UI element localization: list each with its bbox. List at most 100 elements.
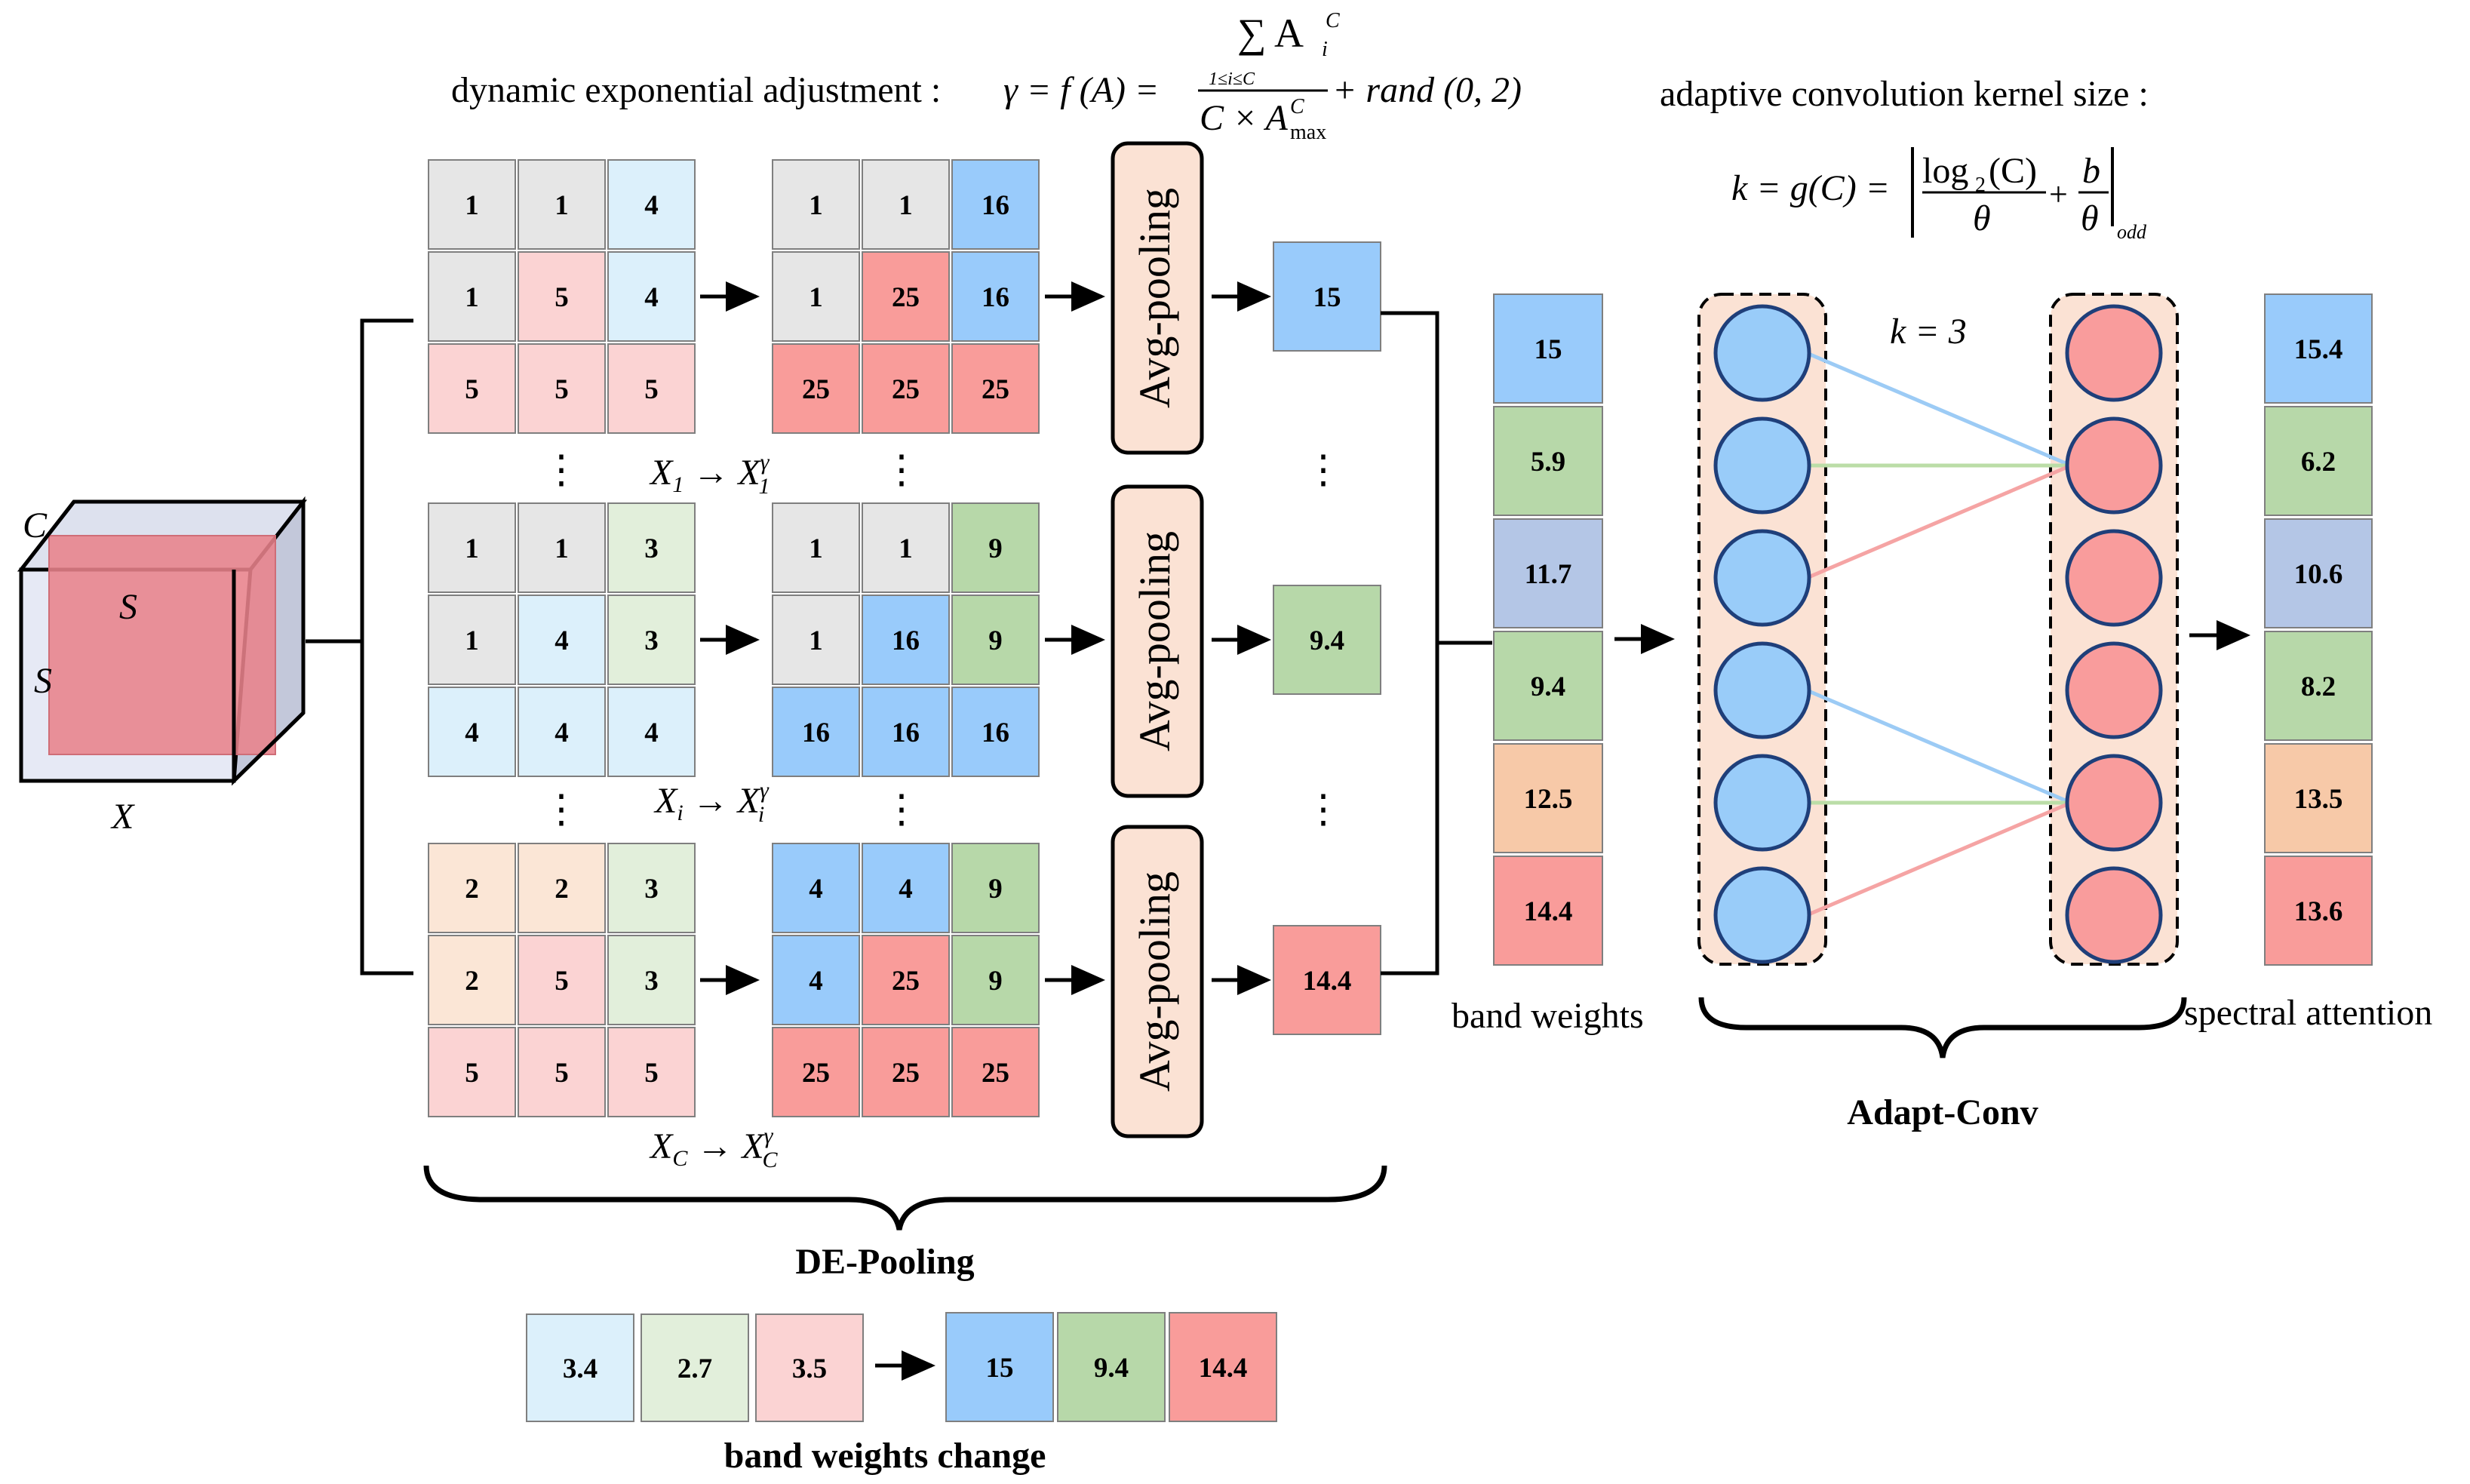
- ellipsis: ⋮: [882, 788, 921, 831]
- output-cell-box: [862, 159, 950, 250]
- output-cell: 16: [772, 687, 860, 777]
- input-cell-box: [607, 1027, 696, 1117]
- output-cell: 25: [862, 343, 950, 434]
- output-cell-box: [862, 595, 950, 685]
- output-cell-value: 1: [809, 533, 823, 564]
- input-cell-box: [428, 935, 516, 1025]
- after-weight-cell-box: [1169, 1312, 1277, 1422]
- input-neuron: [1713, 529, 1811, 627]
- ellipsis: ⋮: [542, 788, 581, 831]
- avg-pooling-box: [1111, 825, 1204, 1138]
- output-cell-value: 1: [809, 625, 823, 656]
- kernel-formula-title: adaptive convolution kernel size :: [1660, 74, 2149, 114]
- band-weight-cell-box: [1493, 743, 1603, 853]
- band-weight-cell-box: [1493, 856, 1603, 966]
- output-cell-value: 25: [892, 1058, 920, 1089]
- output-cell: 9: [951, 843, 1040, 933]
- output-cell: 9: [951, 595, 1040, 685]
- band-weight-cell: 14.4: [1493, 856, 1603, 966]
- input-cell-value: 5: [465, 1058, 479, 1089]
- spectral-attention-cell-value: 10.6: [2294, 559, 2343, 590]
- pooled-value: 14.4: [1273, 925, 1381, 1035]
- output-cell: 25: [772, 343, 860, 434]
- pooled-value-box: [1273, 241, 1381, 352]
- output-cell-box: [772, 935, 860, 1025]
- formula-num-sup: C: [1326, 9, 1340, 32]
- input-cell-value: 5: [644, 1058, 659, 1089]
- band-weight-cell-box: [1493, 406, 1603, 516]
- spectral-attention-cell-box: [2264, 631, 2373, 741]
- output-neuron: [2065, 416, 2163, 515]
- input-cell: 2: [428, 843, 516, 933]
- output-neuron: [2065, 641, 2163, 739]
- output-cell-box: [772, 687, 860, 777]
- band-weights-change-label: band weights change: [724, 1436, 1046, 1476]
- spectral-attention-cell: 8.2: [2264, 631, 2373, 741]
- input-cell-box: [518, 159, 606, 250]
- output-cell-box: [862, 251, 950, 342]
- input-cell-value: 2: [555, 874, 569, 905]
- input-cell-box: [607, 251, 696, 342]
- input-cell-box: [428, 1027, 516, 1117]
- output-cell-box: [951, 251, 1040, 342]
- input-cell-value: 4: [644, 282, 659, 313]
- input-cell-value: 1: [465, 625, 479, 656]
- input-neuron: [1713, 641, 1811, 739]
- output-cell: 4: [862, 843, 950, 933]
- input-cell-box: [428, 159, 516, 250]
- output-cell-box: [951, 687, 1040, 777]
- output-cell-box: [772, 251, 860, 342]
- input-cell: 1: [518, 159, 606, 250]
- output-cell: 25: [862, 935, 950, 1025]
- input-cell: 5: [518, 935, 606, 1025]
- avg-pooling-label: Avg-pooling: [1130, 188, 1179, 408]
- input-cell: 3: [607, 502, 696, 593]
- avg-pooling-box: [1111, 484, 1204, 798]
- avg-pooling-block: Avg-pooling: [1111, 825, 1204, 1138]
- output-cell-box: [862, 843, 950, 933]
- band-weight-cell: 11.7: [1493, 518, 1603, 628]
- input-cell-box: [607, 843, 696, 933]
- output-cell: 25: [951, 343, 1040, 434]
- input-cell: 4: [607, 159, 696, 250]
- input-cell: 5: [607, 343, 696, 434]
- input-cell-box: [518, 251, 606, 342]
- output-cell-value: 9: [988, 625, 1003, 656]
- formula-den-sub: max: [1290, 121, 1326, 144]
- cube-label-s-top: S: [119, 587, 137, 627]
- avg-pooling-label: Avg-pooling: [1130, 871, 1179, 1092]
- input-cell-box: [607, 935, 696, 1025]
- output-cell-box: [951, 843, 1040, 933]
- band-weight-cell-value: 14.4: [1524, 896, 1573, 927]
- output-cell-box: [862, 687, 950, 777]
- after-weight-cell: 9.4: [1057, 1312, 1166, 1422]
- output-cell: 1: [772, 502, 860, 593]
- pooled-value-value: 15: [1313, 282, 1341, 313]
- kernel-formula-lhs: k = g(C) =: [1731, 168, 1890, 208]
- spectral-attention-cell: 13.6: [2264, 856, 2373, 966]
- spectral-attention-cell-box: [2264, 293, 2373, 404]
- input-cell: 5: [428, 343, 516, 434]
- output-cell: 25: [862, 251, 950, 342]
- conv-edge: [1806, 351, 2072, 468]
- kernel-den: θ: [1973, 198, 1991, 238]
- input-cell-value: 5: [555, 374, 569, 405]
- band-weight-cell-value: 11.7: [1525, 559, 1572, 590]
- formula-tail: + rand (0, 2): [1332, 70, 1522, 110]
- avg-pooling-block: Avg-pooling: [1111, 141, 1204, 455]
- band-weight-cell-box: [1493, 631, 1603, 741]
- output-cell-box: [862, 1027, 950, 1117]
- input-cell-value: 1: [465, 533, 479, 564]
- input-cell-value: 5: [555, 282, 569, 313]
- input-cell-box: [428, 843, 516, 933]
- output-cell-value: 9: [988, 874, 1003, 905]
- de-pooling-brace: [423, 1165, 1387, 1231]
- output-cell-value: 4: [899, 874, 913, 905]
- kernel-sub: odd: [2117, 221, 2147, 243]
- formula-sum-range: 1≤i≤C: [1209, 69, 1255, 89]
- input-cell: 3: [607, 843, 696, 933]
- input-cell-box: [607, 159, 696, 250]
- input-cell: 3: [607, 935, 696, 1025]
- output-cell: 9: [951, 502, 1040, 593]
